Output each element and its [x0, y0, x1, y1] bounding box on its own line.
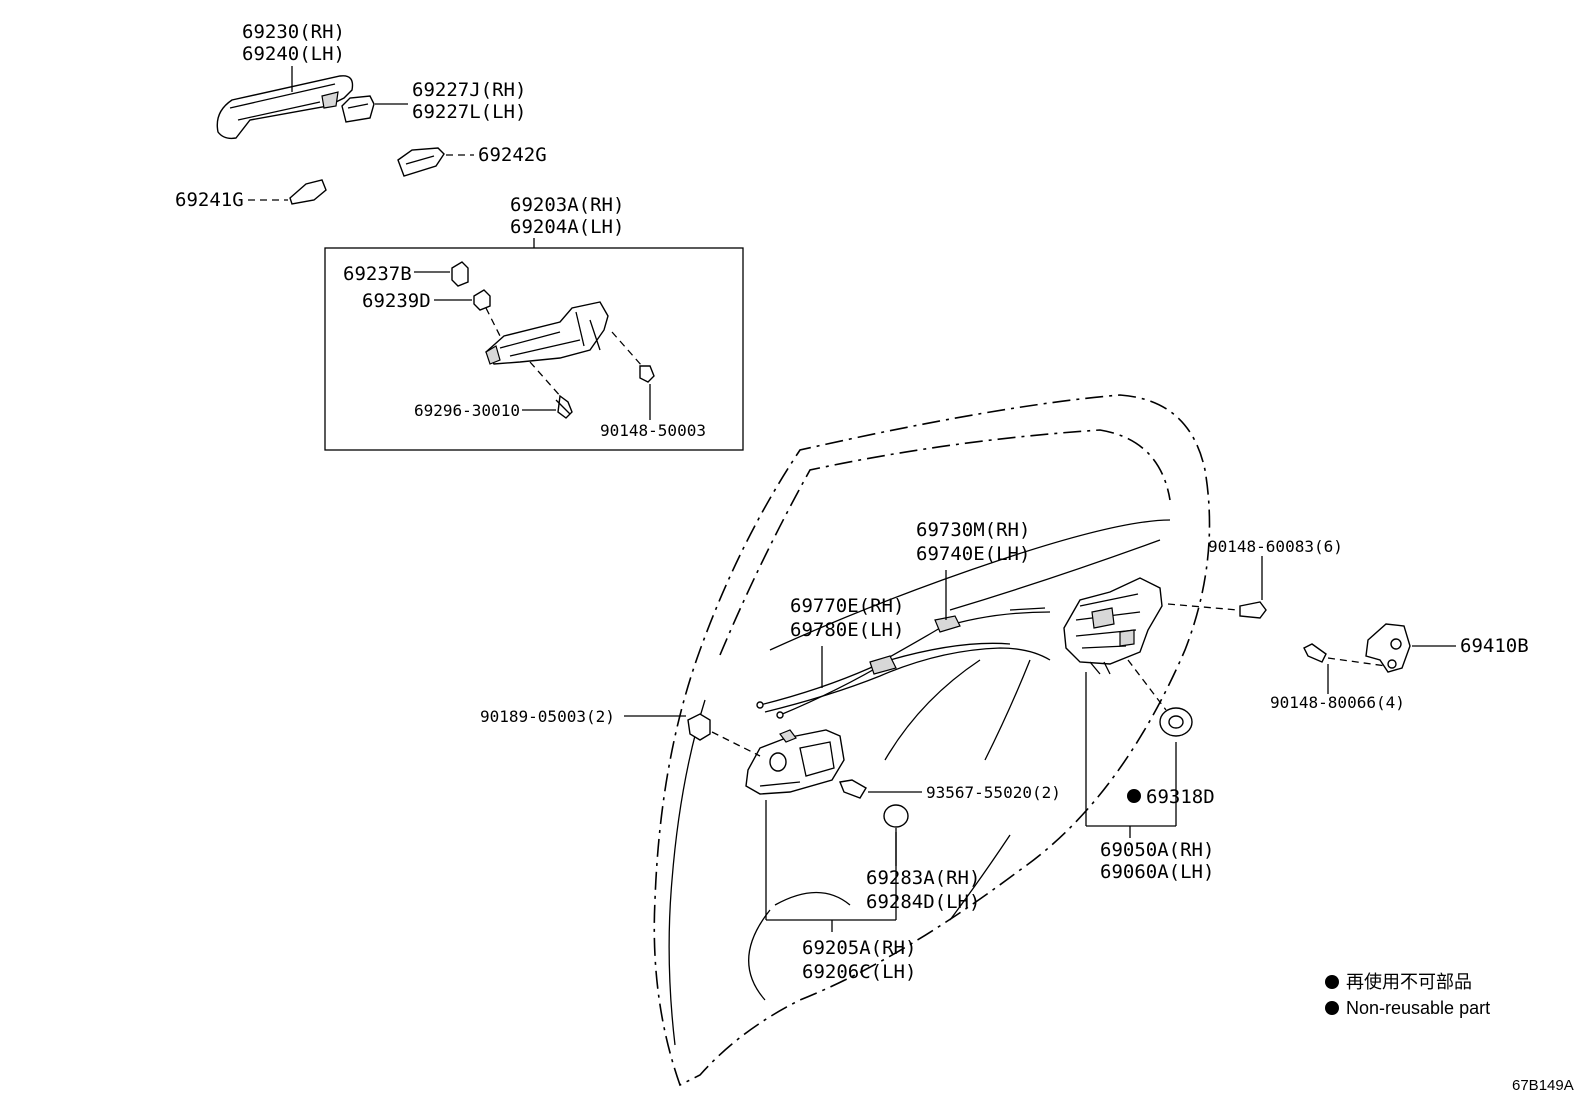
label-69203A: 69203A(RH) — [510, 194, 624, 216]
label-69283A: 69283A(RH) — [866, 867, 980, 889]
non-reusable-marker-69318D — [1127, 789, 1141, 803]
frame-assembly-box — [324, 247, 744, 451]
handle-frame-part — [485, 301, 609, 365]
label-69060A: 69060A(LH) — [1100, 861, 1214, 883]
handle-cover-part — [341, 95, 375, 123]
legend-marker-ja — [1325, 975, 1339, 989]
label-69050A: 69050A(RH) — [1100, 839, 1214, 861]
label-69206C: 69206C(LH) — [802, 961, 916, 983]
label-90148-60083: 90148-60083(6) — [1208, 537, 1343, 556]
label-69410B: 69410B — [1460, 635, 1529, 657]
dash-90148-80066 — [1327, 657, 1387, 667]
striker-69410B — [1365, 623, 1411, 673]
label-69205A: 69205A(RH) — [802, 937, 916, 959]
label-69241G: 69241G — [175, 189, 244, 211]
label-69239D: 69239D — [362, 290, 431, 312]
dash-90189 — [711, 731, 761, 757]
washer-69318D — [1159, 707, 1193, 737]
dash-90148-60083 — [1167, 603, 1239, 611]
bolt-90148-80066 — [1303, 643, 1327, 663]
label-93567: 93567-55020(2) — [926, 783, 1061, 802]
dash-69239D — [485, 307, 501, 337]
legend-english: Non-reusable part — [1346, 998, 1490, 1018]
label-69318D: 69318D — [1146, 786, 1215, 808]
label-69240: 69240(LH) — [242, 43, 345, 65]
label-69204A: 69204A(LH) — [510, 216, 624, 238]
pad-69242G-part — [397, 147, 445, 177]
screw-93567 — [839, 779, 867, 799]
inside-handle-part — [745, 729, 845, 795]
label-69237B: 69237B — [343, 263, 412, 285]
label-69780E: 69780E(LH) — [790, 619, 904, 641]
label-69770E: 69770E(RH) — [790, 595, 904, 617]
label-69730M: 69730M(RH) — [916, 519, 1030, 541]
label-69284D: 69284D(LH) — [866, 891, 980, 913]
diagram-code: 67B149A — [1512, 1077, 1574, 1094]
pad-69241G-part — [289, 179, 327, 205]
label-69296: 69296-30010 — [414, 401, 520, 420]
label-69227J: 69227J(RH) — [412, 79, 526, 101]
screw-90148-60083 — [1239, 601, 1267, 619]
cap-69283A — [883, 804, 909, 828]
legend-japanese: 再使用不可部品 — [1346, 972, 1472, 992]
label-90189: 90189-05003(2) — [480, 707, 615, 726]
bolt-69296 — [555, 394, 573, 419]
clip-90189 — [687, 713, 711, 741]
label-90148-50003: 90148-50003 — [600, 421, 706, 440]
label-69230: 69230(RH) — [242, 21, 345, 43]
label-69242G: 69242G — [478, 144, 547, 166]
label-69740E: 69740E(LH) — [916, 543, 1030, 565]
legend-marker-en — [1325, 1001, 1339, 1015]
outside-handle-part — [216, 75, 354, 140]
dash-69318D — [1127, 659, 1167, 711]
label-90148-80066: 90148-80066(4) — [1270, 693, 1405, 712]
part-69239D — [473, 289, 491, 311]
door-outline — [653, 394, 1211, 1087]
dash-90148-50003 — [611, 331, 643, 367]
label-69227L: 69227L(LH) — [412, 101, 526, 123]
door-lock-part — [1063, 577, 1163, 675]
dash-69296 — [529, 361, 563, 399]
part-69237B — [451, 261, 469, 287]
bolt-90148-50003 — [639, 365, 655, 383]
cable-assemblies — [756, 607, 1051, 719]
